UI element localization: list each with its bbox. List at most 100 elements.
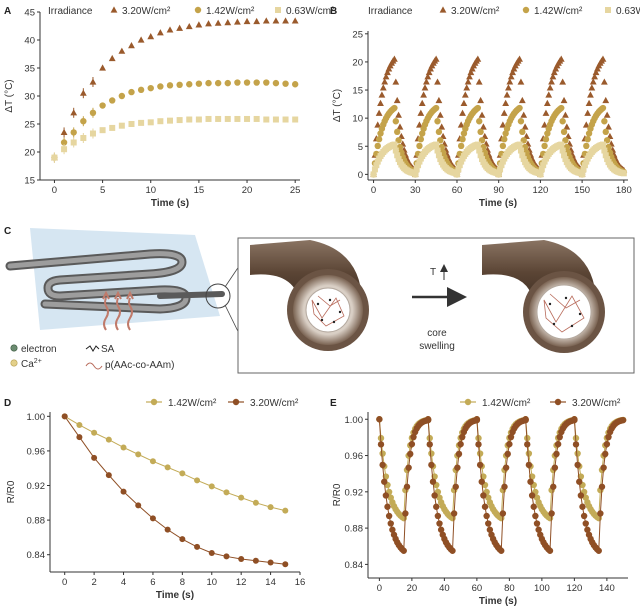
data-point	[588, 84, 596, 91]
data-point	[541, 121, 548, 128]
data-point	[533, 520, 541, 527]
data-point	[205, 79, 212, 87]
data-point	[457, 440, 464, 448]
data-point	[61, 413, 68, 420]
data-point	[467, 68, 475, 76]
x-tick-label: 140	[599, 583, 615, 594]
data-point	[223, 553, 230, 560]
data-point	[519, 152, 526, 159]
data-point	[506, 78, 514, 85]
data-point	[571, 416, 578, 423]
panel-letter-d: D	[4, 398, 11, 409]
data-point	[542, 136, 550, 143]
data-point	[554, 440, 562, 448]
data-point	[205, 115, 212, 122]
data-point	[176, 24, 184, 31]
data-point	[595, 547, 602, 554]
legend-label: 0.63W/cm²	[616, 6, 640, 17]
data-point	[426, 441, 433, 448]
data-point	[89, 109, 97, 117]
data-point	[538, 166, 545, 173]
data-point	[282, 17, 289, 24]
data-point	[208, 483, 215, 490]
panel-letter-a: A	[4, 6, 11, 17]
data-point	[604, 156, 611, 163]
data-point	[479, 156, 486, 163]
data-point	[459, 136, 466, 143]
y-tick-label: 25	[352, 29, 363, 40]
data-point	[602, 450, 609, 458]
data-point	[480, 123, 487, 130]
data-point	[519, 128, 526, 136]
data-point	[602, 96, 610, 104]
data-point	[597, 510, 604, 517]
data-point	[396, 123, 404, 130]
data-point	[91, 429, 98, 436]
data-point	[577, 492, 585, 499]
data-point	[572, 441, 580, 448]
data-point	[61, 146, 68, 153]
data-point	[583, 158, 590, 165]
series-line	[64, 415, 286, 512]
data-point	[252, 499, 259, 506]
legend-marker	[110, 6, 118, 13]
y-tick-label: 10	[352, 114, 363, 125]
data-point	[389, 526, 396, 533]
legend-polymer: p(AAc-co-AAm)	[105, 360, 174, 371]
data-point	[166, 82, 174, 89]
data-point	[149, 515, 156, 522]
data-point	[282, 561, 289, 568]
data-point	[550, 483, 557, 490]
data-point	[375, 109, 383, 116]
data-point	[582, 520, 589, 527]
data-point	[436, 520, 443, 527]
legend-label: 1.42W/cm²	[168, 398, 217, 409]
data-point	[194, 543, 201, 550]
data-point	[477, 96, 485, 104]
y-tick-label: 20	[352, 57, 363, 68]
data-point	[387, 520, 394, 527]
data-point	[435, 128, 443, 136]
data-point	[253, 79, 260, 86]
data-point	[517, 147, 524, 154]
data-point	[374, 158, 381, 165]
data-point	[464, 78, 472, 85]
x-tick-label: 20	[407, 583, 418, 594]
data-point	[76, 421, 83, 428]
data-point	[553, 450, 560, 458]
data-point	[475, 441, 482, 448]
y-tick-label: 40	[24, 36, 35, 47]
data-point	[374, 142, 381, 150]
data-point	[559, 147, 566, 154]
arrow-label-core: core	[427, 328, 447, 339]
x-tick-label: 4	[121, 577, 126, 588]
panel-letter-e: E	[330, 398, 337, 409]
data-point	[478, 478, 485, 485]
data-point	[540, 162, 547, 169]
data-point	[460, 99, 468, 106]
x-tick-label: 30	[410, 185, 421, 196]
y-tick-label: 0.92	[345, 487, 364, 498]
data-point	[138, 119, 145, 126]
data-point	[558, 104, 565, 112]
data-point	[584, 526, 591, 533]
data-point	[377, 99, 384, 106]
data-point	[542, 109, 550, 116]
data-point	[599, 55, 607, 62]
data-point	[382, 492, 390, 499]
data-point	[395, 111, 402, 118]
data-point	[424, 416, 432, 423]
data-point	[167, 117, 173, 124]
data-point	[619, 416, 627, 424]
x-tick-label: 20	[242, 185, 253, 196]
data-point	[535, 526, 542, 533]
y-tick-label: 45	[24, 8, 35, 19]
data-point	[435, 96, 443, 104]
data-point	[118, 122, 125, 129]
data-point	[437, 156, 444, 163]
y-tick-label: 0	[358, 170, 363, 181]
data-point	[267, 559, 274, 566]
data-point	[457, 142, 465, 150]
data-point	[474, 55, 482, 62]
